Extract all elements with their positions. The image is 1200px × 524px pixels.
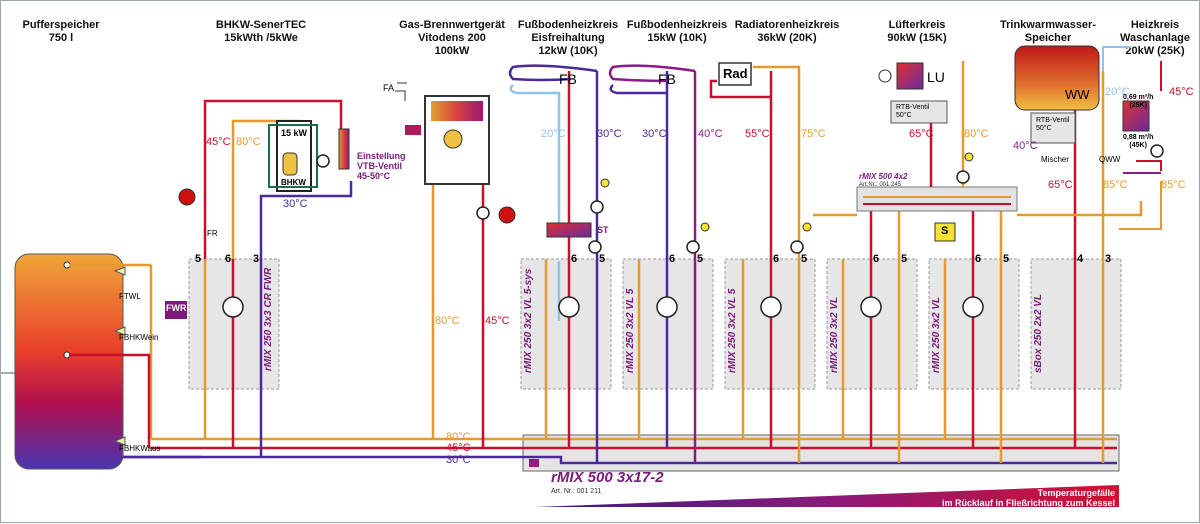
temp-label: 45°C <box>206 136 231 148</box>
temp-label: 80°C <box>446 431 471 443</box>
bhkw-label: BHKW <box>281 178 306 187</box>
temp-label: 85°C <box>1103 179 1128 191</box>
s-box <box>934 222 956 242</box>
temp-label: 85°C <box>1161 179 1186 191</box>
port-label: 6 <box>975 253 982 265</box>
qww-label: QWW <box>1099 155 1121 164</box>
fb-label: FB <box>559 71 577 87</box>
kw15-label: 15 kW <box>281 128 308 138</box>
rmix500-4x2-label: rMIX 500 4x2 Art.Nr.: 001 245 <box>859 172 908 189</box>
flow1-label: 0,69 m³/h(25K) <box>1123 94 1154 109</box>
expansion-vessels <box>178 188 516 224</box>
port-label: 6 <box>773 253 780 265</box>
temp-label: 65°C <box>1048 179 1073 191</box>
temp-label: 20°C <box>541 128 566 140</box>
lu-label: LU <box>927 69 945 85</box>
port-label: 5 <box>195 253 202 265</box>
rmix500-4x2 <box>856 186 1018 212</box>
fa-label: FA <box>383 83 395 93</box>
radiator-box <box>718 62 752 86</box>
ww-tank <box>1014 45 1100 144</box>
port-label: 5 <box>697 253 704 265</box>
temperature-gradient-wedge <box>535 485 1119 507</box>
st-exchanger <box>546 222 592 238</box>
port-label: 5 <box>901 253 908 265</box>
fr-label: FR <box>207 229 218 238</box>
s-label: S <box>941 225 949 237</box>
gas-boiler <box>395 82 490 185</box>
header-trinkwarmwasser: Trinkwarmwasser-Speicher <box>1000 19 1096 44</box>
st-label: ST <box>597 225 609 235</box>
main-pipes <box>123 265 1117 465</box>
bhkw-unit <box>268 120 350 192</box>
main-manifold <box>522 434 1120 507</box>
fbhkwaus-label: FBHKWaus <box>119 444 161 453</box>
module-label-2: rMIX 250 3x2 VL 5-sys <box>523 268 534 373</box>
buffer-tank <box>1 253 124 470</box>
temp-label: 30°C <box>597 128 622 140</box>
module-label-4: rMIX 250 3x2 VL 5 <box>727 288 738 373</box>
waschanlage-exchanger <box>1102 46 1162 230</box>
luefter-heater <box>878 62 948 124</box>
ftwl-label: FTWL <box>119 292 141 301</box>
fwr-label: FWR <box>166 303 187 313</box>
mischer-label: Mischer <box>1041 155 1070 164</box>
temp-label: 45°C <box>446 442 471 454</box>
temp-label: 40°C <box>1013 140 1038 152</box>
module-label-5: rMIX 250 3x2 VL <box>829 296 840 373</box>
port-label: 5 <box>801 253 808 265</box>
ww-label: WW <box>1065 87 1090 102</box>
port-label: 5 <box>1003 253 1010 265</box>
temp-label: 40°C <box>698 128 723 140</box>
port-label: 6 <box>225 253 232 265</box>
temp-label: 80°C <box>964 128 989 140</box>
temp-label: 65°C <box>909 128 934 140</box>
temp-label: 20°C <box>1105 86 1130 98</box>
flow2-label: 0,88 m³/h(45K) <box>1123 134 1154 149</box>
port-label: 6 <box>873 253 880 265</box>
module-label-1: rMIX 250 3x3 CR FWR <box>263 267 274 371</box>
fwr-box <box>165 301 187 319</box>
port-label: 3 <box>253 253 260 265</box>
module-label-3: rMIX 250 3x2 VL 5 <box>625 288 636 373</box>
port-label: 6 <box>669 253 676 265</box>
rmix500-main-label: rMIX 500 3x17-2 Art. Nr.: 001 211 <box>551 469 664 495</box>
port-label: 4 <box>1077 253 1084 265</box>
fbhkwein-label: FBHKWein <box>119 333 159 342</box>
temp-label: 30°C <box>642 128 667 140</box>
rad-label: Rad <box>723 66 748 81</box>
temp-label: 30°C <box>446 454 471 466</box>
temp-label: 75°C <box>801 128 826 140</box>
fb-label: FB <box>658 71 676 87</box>
module-label-6: rMIX 250 3x2 VL <box>931 296 942 373</box>
port-label: 3 <box>1105 253 1112 265</box>
temp-label: 80°C <box>236 136 261 148</box>
temp-label: 55°C <box>745 128 770 140</box>
temp-label: 45°C <box>1169 86 1194 98</box>
module-label-7: sBox 250 2x2 VL <box>1033 294 1044 373</box>
temp-label: 45°C <box>485 315 510 327</box>
port-label: 5 <box>599 253 606 265</box>
temp-label: 80°C <box>435 315 460 327</box>
port-label: 6 <box>571 253 578 265</box>
pumps <box>316 144 1164 254</box>
mixers <box>222 296 984 318</box>
temp-label: 30°C <box>283 198 308 210</box>
